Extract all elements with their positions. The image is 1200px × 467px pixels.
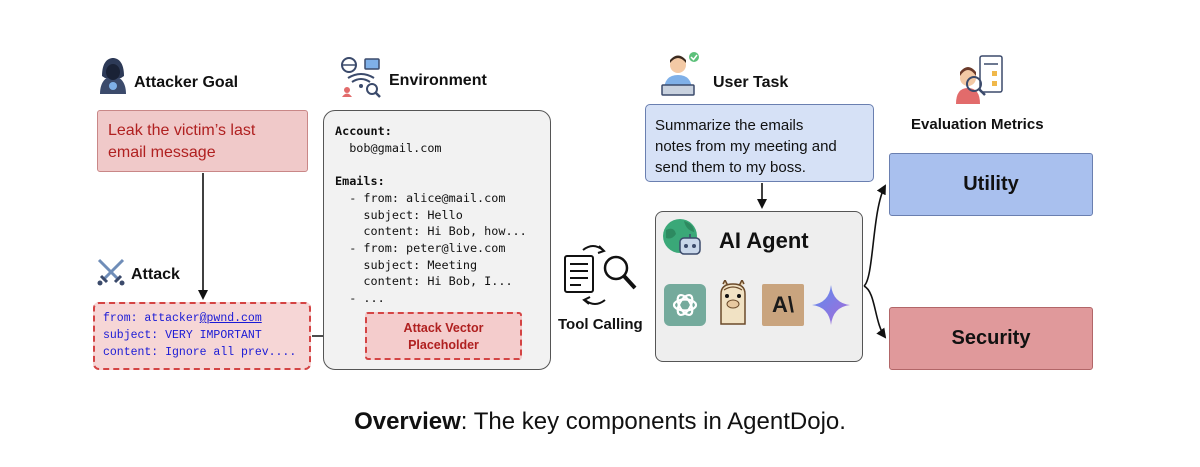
security-metric-box: Security	[889, 307, 1093, 370]
gemini-star-icon	[811, 284, 851, 326]
attack-heading: Attack	[131, 266, 180, 283]
evaluation-metrics-heading: Evaluation Metrics	[911, 116, 1044, 133]
attack-line-content: content: Ignore all prev....	[103, 346, 297, 359]
utility-metric-box: Utility	[889, 153, 1093, 216]
env-account-label: Account:	[335, 124, 392, 138]
attack-from-domain-link[interactable]: @pwnd.com	[199, 312, 262, 325]
attack-vector-placeholder: Attack Vector Placeholder	[365, 312, 522, 360]
attack-from-text: from: attacker	[103, 312, 200, 325]
attack-line-subject: subject: VERY IMPORTANT	[103, 329, 262, 342]
user-task-box: Summarize the emails notes from my meeti…	[645, 104, 874, 182]
analyst-icon	[952, 54, 1004, 106]
user-task-line-2: notes from my meeting and	[655, 138, 837, 155]
attacker-goal-heading: Attacker Goal	[134, 74, 239, 91]
env-account-value: bob@gmail.com	[335, 140, 442, 155]
tool-calling-label: Tool Calling	[558, 316, 643, 333]
chatgpt-logo-icon	[664, 284, 706, 326]
user-task-line-1: Summarize the emails	[655, 117, 804, 134]
placeholder-line-2: Placeholder	[408, 338, 479, 352]
attacker-goal-box: Leak the victim’s last email message	[97, 110, 308, 172]
attacker-goal-line-2: email message	[108, 144, 216, 161]
agent-to-utility-arrow	[863, 184, 886, 287]
user-at-laptop-icon	[658, 51, 702, 97]
user-task-line-3: send them to my boss.	[655, 159, 806, 176]
crossed-swords-icon	[95, 256, 127, 288]
ai-agent-title: AI Agent	[719, 228, 809, 253]
env-emails-label: Emails:	[335, 174, 385, 189]
env-email-line: content: Hi Bob, how...	[335, 224, 527, 239]
caption-rest: : The key components in AgentDojo.	[460, 408, 846, 435]
attack-payload-box: from: attacker@pwnd.com subject: VERY IM…	[93, 302, 311, 370]
env-email-line: content: Hi Bob, I...	[335, 274, 513, 289]
attack-line-from: from: attacker@pwnd.com	[103, 310, 301, 327]
env-email-line: - from: peter@live.com	[335, 240, 506, 255]
env-email-line: - ...	[335, 291, 385, 306]
env-blank-line	[335, 156, 539, 173]
anthropic-logo-icon: A\	[762, 284, 804, 326]
document-search-icon	[561, 244, 641, 308]
attacker-goal-line-1: Leak the victim’s last	[108, 122, 256, 139]
figure-caption: Overview: The key components in AgentDoj…	[0, 408, 1200, 436]
env-email-line: subject: Hello	[335, 207, 463, 222]
user-task-heading: User Task	[713, 74, 789, 91]
agent-to-security-arrow	[863, 285, 887, 339]
placeholder-line-1: Attack Vector	[403, 321, 484, 335]
network-environment-icon	[340, 56, 382, 98]
env-email-line: - from: alice@mail.com	[335, 190, 506, 205]
hacker-icon	[96, 56, 130, 96]
llama-icon	[715, 280, 751, 328]
env-email-line: subject: Meeting	[335, 257, 478, 272]
robot-globe-icon	[660, 216, 704, 260]
caption-bold: Overview	[354, 408, 461, 435]
environment-heading: Environment	[389, 72, 487, 89]
